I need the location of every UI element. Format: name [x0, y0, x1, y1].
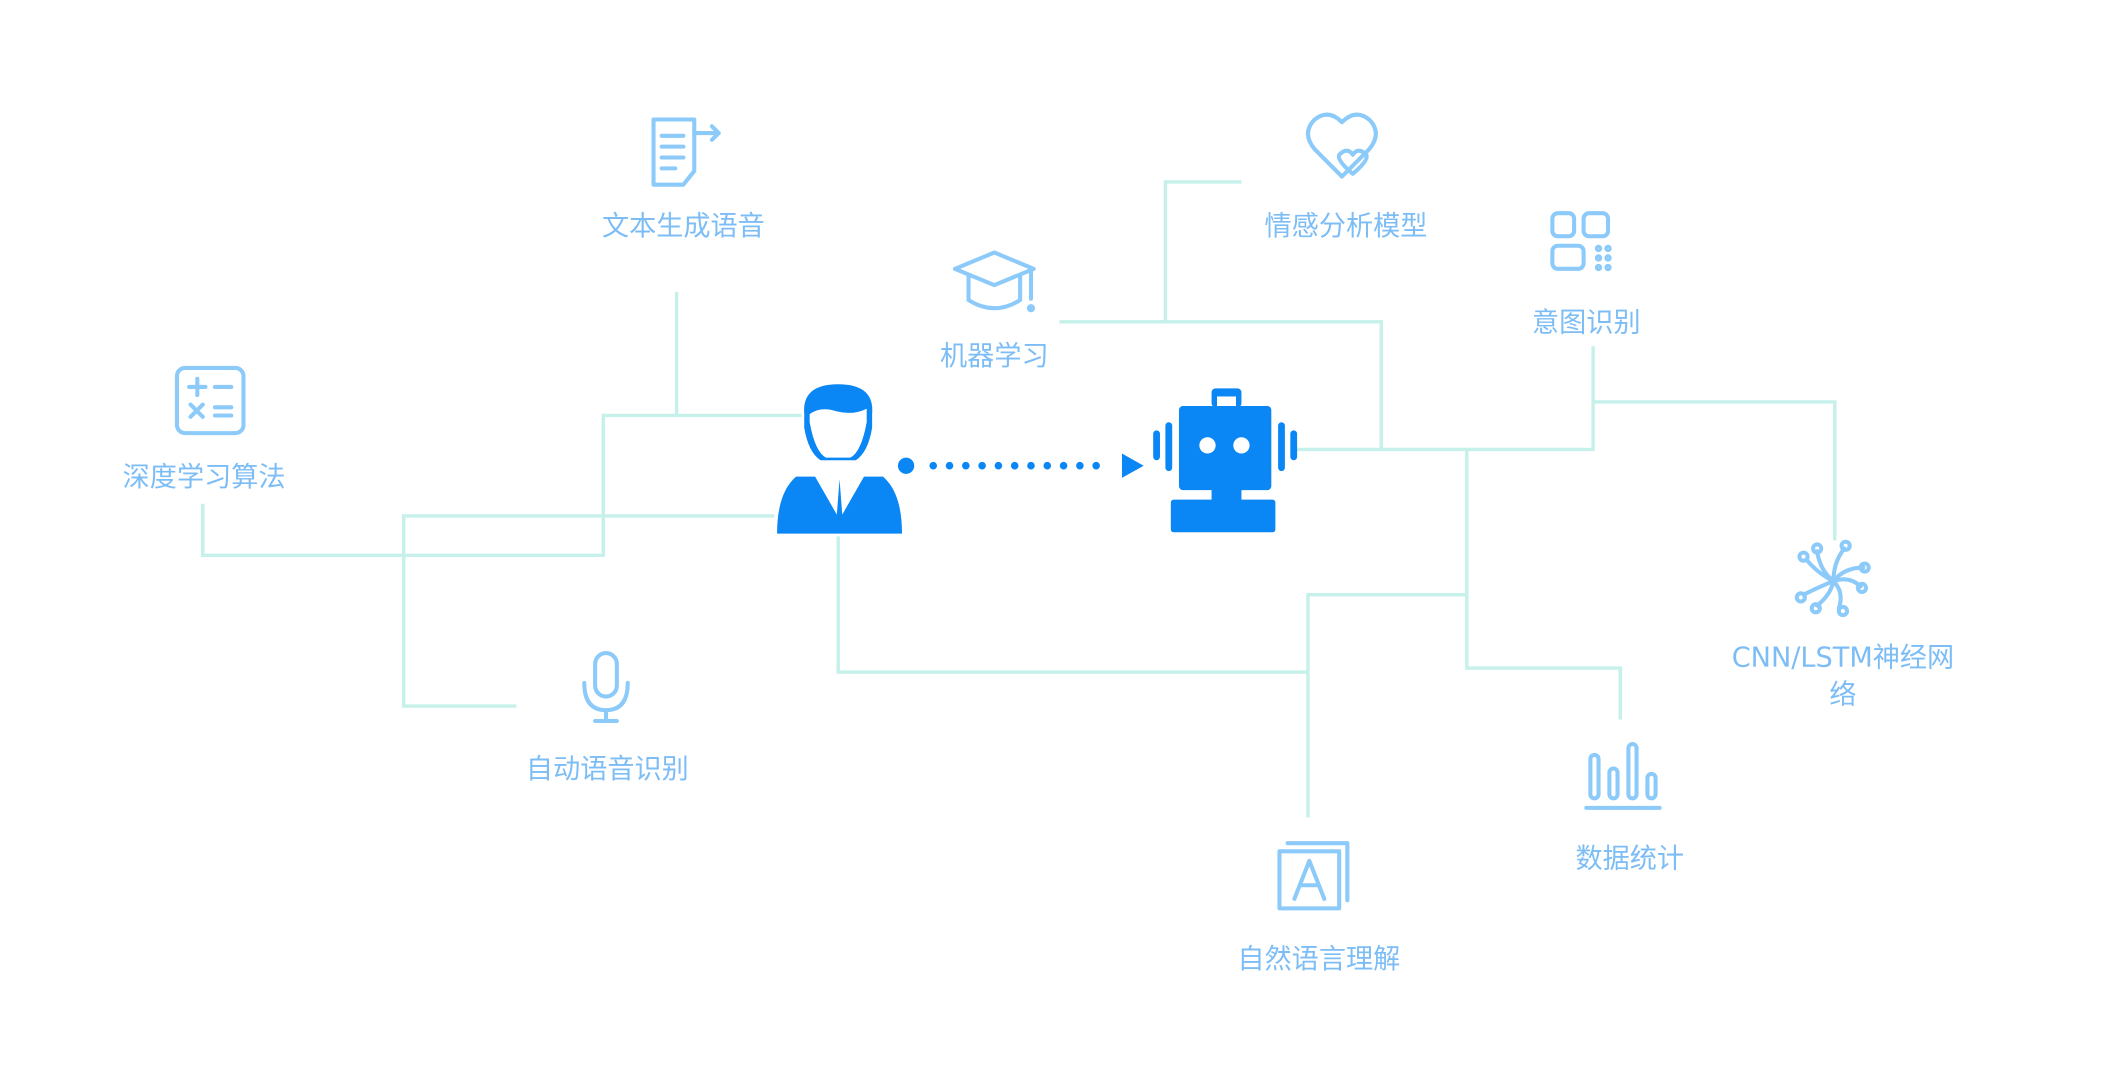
heart-icon: [1305, 112, 1378, 179]
node-label: 机器学习: [940, 341, 1049, 372]
node-label: 自动语音识别: [526, 754, 689, 785]
node-statistics: 数据统计: [1575, 742, 1684, 875]
node-nlu: 自然语言理解: [1237, 841, 1400, 975]
neural-network-icon: [1794, 539, 1871, 618]
document-icon: [651, 117, 721, 187]
person-icon: [777, 384, 902, 534]
connector-lines: [201, 180, 1837, 818]
node-label-cont: 络: [1829, 679, 1856, 710]
bar-chart-icon: [1584, 742, 1662, 810]
node-label: 情感分析模型: [1265, 211, 1428, 242]
node-intent: 意图识别: [1532, 211, 1641, 338]
node-label: 文本生成语音: [602, 211, 765, 242]
robot-icon: [1153, 388, 1298, 533]
node-label: 意图识别: [1532, 307, 1641, 338]
graduation-cap-icon: [952, 250, 1036, 313]
arrow-connector: [897, 453, 1144, 478]
node-label: CNN/LSTM神经网: [1732, 643, 1954, 674]
node-cnn-lstm: CNN/LSTM神经网 络: [1732, 539, 1954, 710]
letter-a-icon: [1277, 841, 1350, 911]
grid-icon: [1550, 211, 1612, 272]
calculator-icon: [174, 365, 246, 436]
node-label: 深度学习算法: [123, 462, 286, 493]
microphone-icon: [582, 651, 630, 724]
node-sentiment: 情感分析模型: [1265, 112, 1428, 242]
node-tts: 文本生成语音: [602, 117, 765, 242]
node-asr: 自动语音识别: [526, 651, 689, 785]
node-label: 自然语言理解: [1237, 944, 1400, 975]
node-machine-learning: 机器学习: [940, 250, 1049, 372]
node-label: 数据统计: [1575, 844, 1684, 875]
node-deep-learning: 深度学习算法: [123, 365, 286, 493]
